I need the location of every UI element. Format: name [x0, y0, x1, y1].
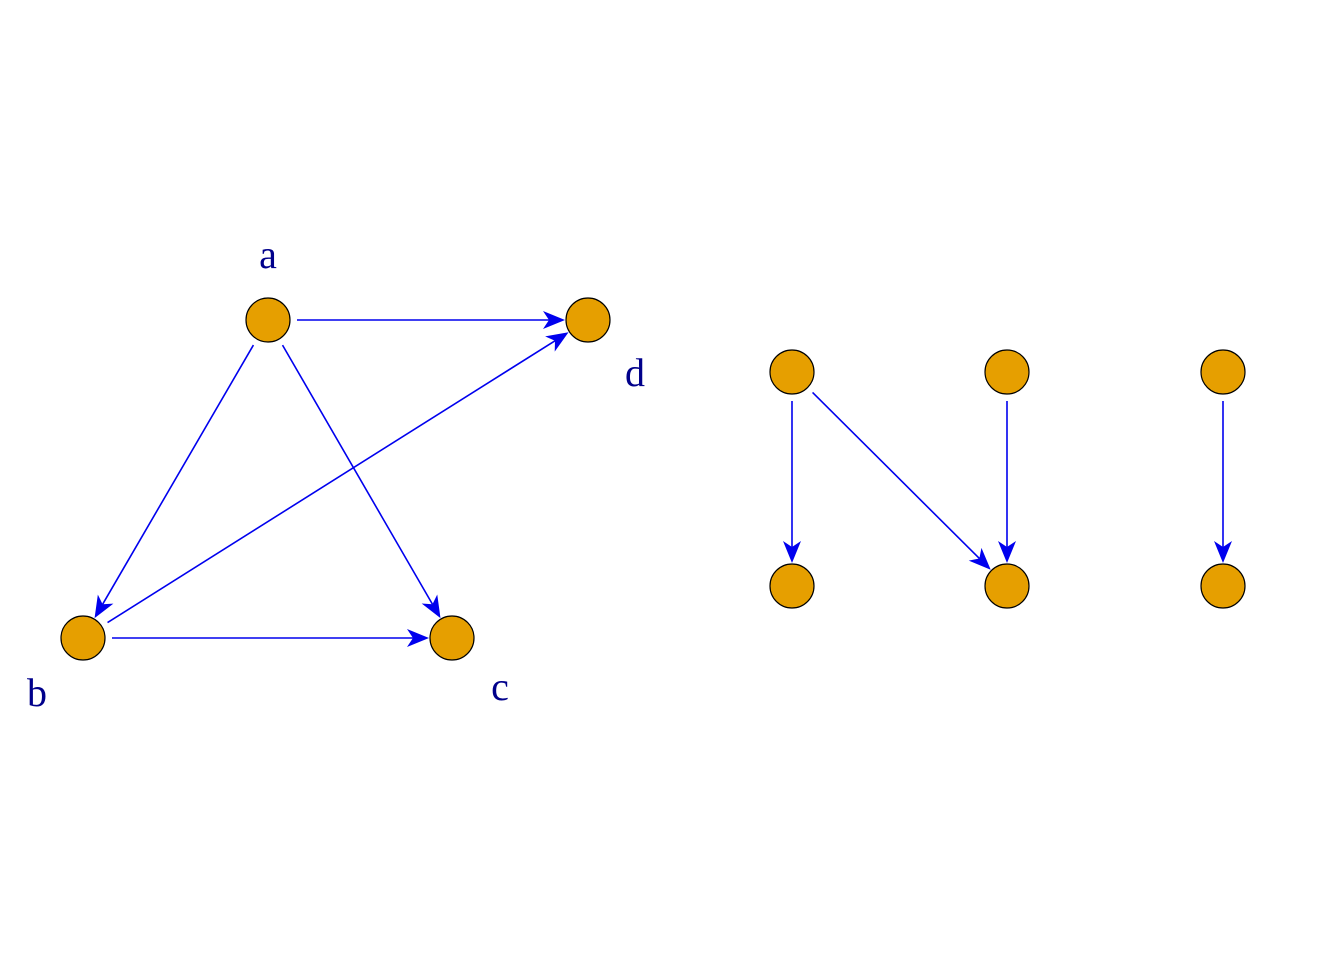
edge-b-d — [107, 332, 569, 624]
node-label-d: d — [625, 350, 645, 395]
edge-r2-r5 — [998, 401, 1016, 563]
node-r1 — [769, 349, 815, 395]
edge-line — [101, 344, 255, 605]
node-r6 — [1200, 563, 1246, 609]
node-r5 — [984, 563, 1030, 609]
arrowhead-icon — [783, 541, 801, 563]
arrowhead-icon — [1214, 541, 1232, 563]
node-c — [429, 615, 475, 661]
arrowhead-icon — [421, 594, 441, 619]
node-r2 — [984, 349, 1030, 395]
edge-r1-r4 — [783, 401, 801, 563]
arrowhead-icon — [545, 332, 569, 352]
edge-b-c — [112, 629, 429, 647]
node-r4 — [769, 563, 815, 609]
node-a — [245, 297, 291, 343]
arrowhead-icon — [407, 629, 429, 647]
edge-r3-r6 — [1214, 401, 1232, 563]
nodes-layer — [60, 297, 1246, 661]
edge-line — [811, 391, 980, 560]
node-d — [565, 297, 611, 343]
edge-a-d — [297, 311, 565, 329]
edge-line — [107, 340, 556, 624]
edge-r1-r5 — [811, 391, 991, 570]
arrowhead-icon — [968, 547, 991, 570]
node-r3 — [1200, 349, 1246, 395]
arrowhead-icon — [94, 594, 114, 619]
edge-a-b — [94, 344, 255, 619]
edges-layer — [94, 311, 1232, 647]
node-b — [60, 615, 106, 661]
arrowhead-icon — [543, 311, 565, 329]
edge-line — [281, 344, 434, 605]
node-label-a: a — [259, 232, 277, 277]
node-label-b: b — [27, 670, 47, 715]
arrowhead-icon — [998, 541, 1016, 563]
labels-layer: a b c d — [27, 232, 645, 715]
node-label-c: c — [491, 664, 509, 709]
edge-a-c — [281, 344, 441, 619]
